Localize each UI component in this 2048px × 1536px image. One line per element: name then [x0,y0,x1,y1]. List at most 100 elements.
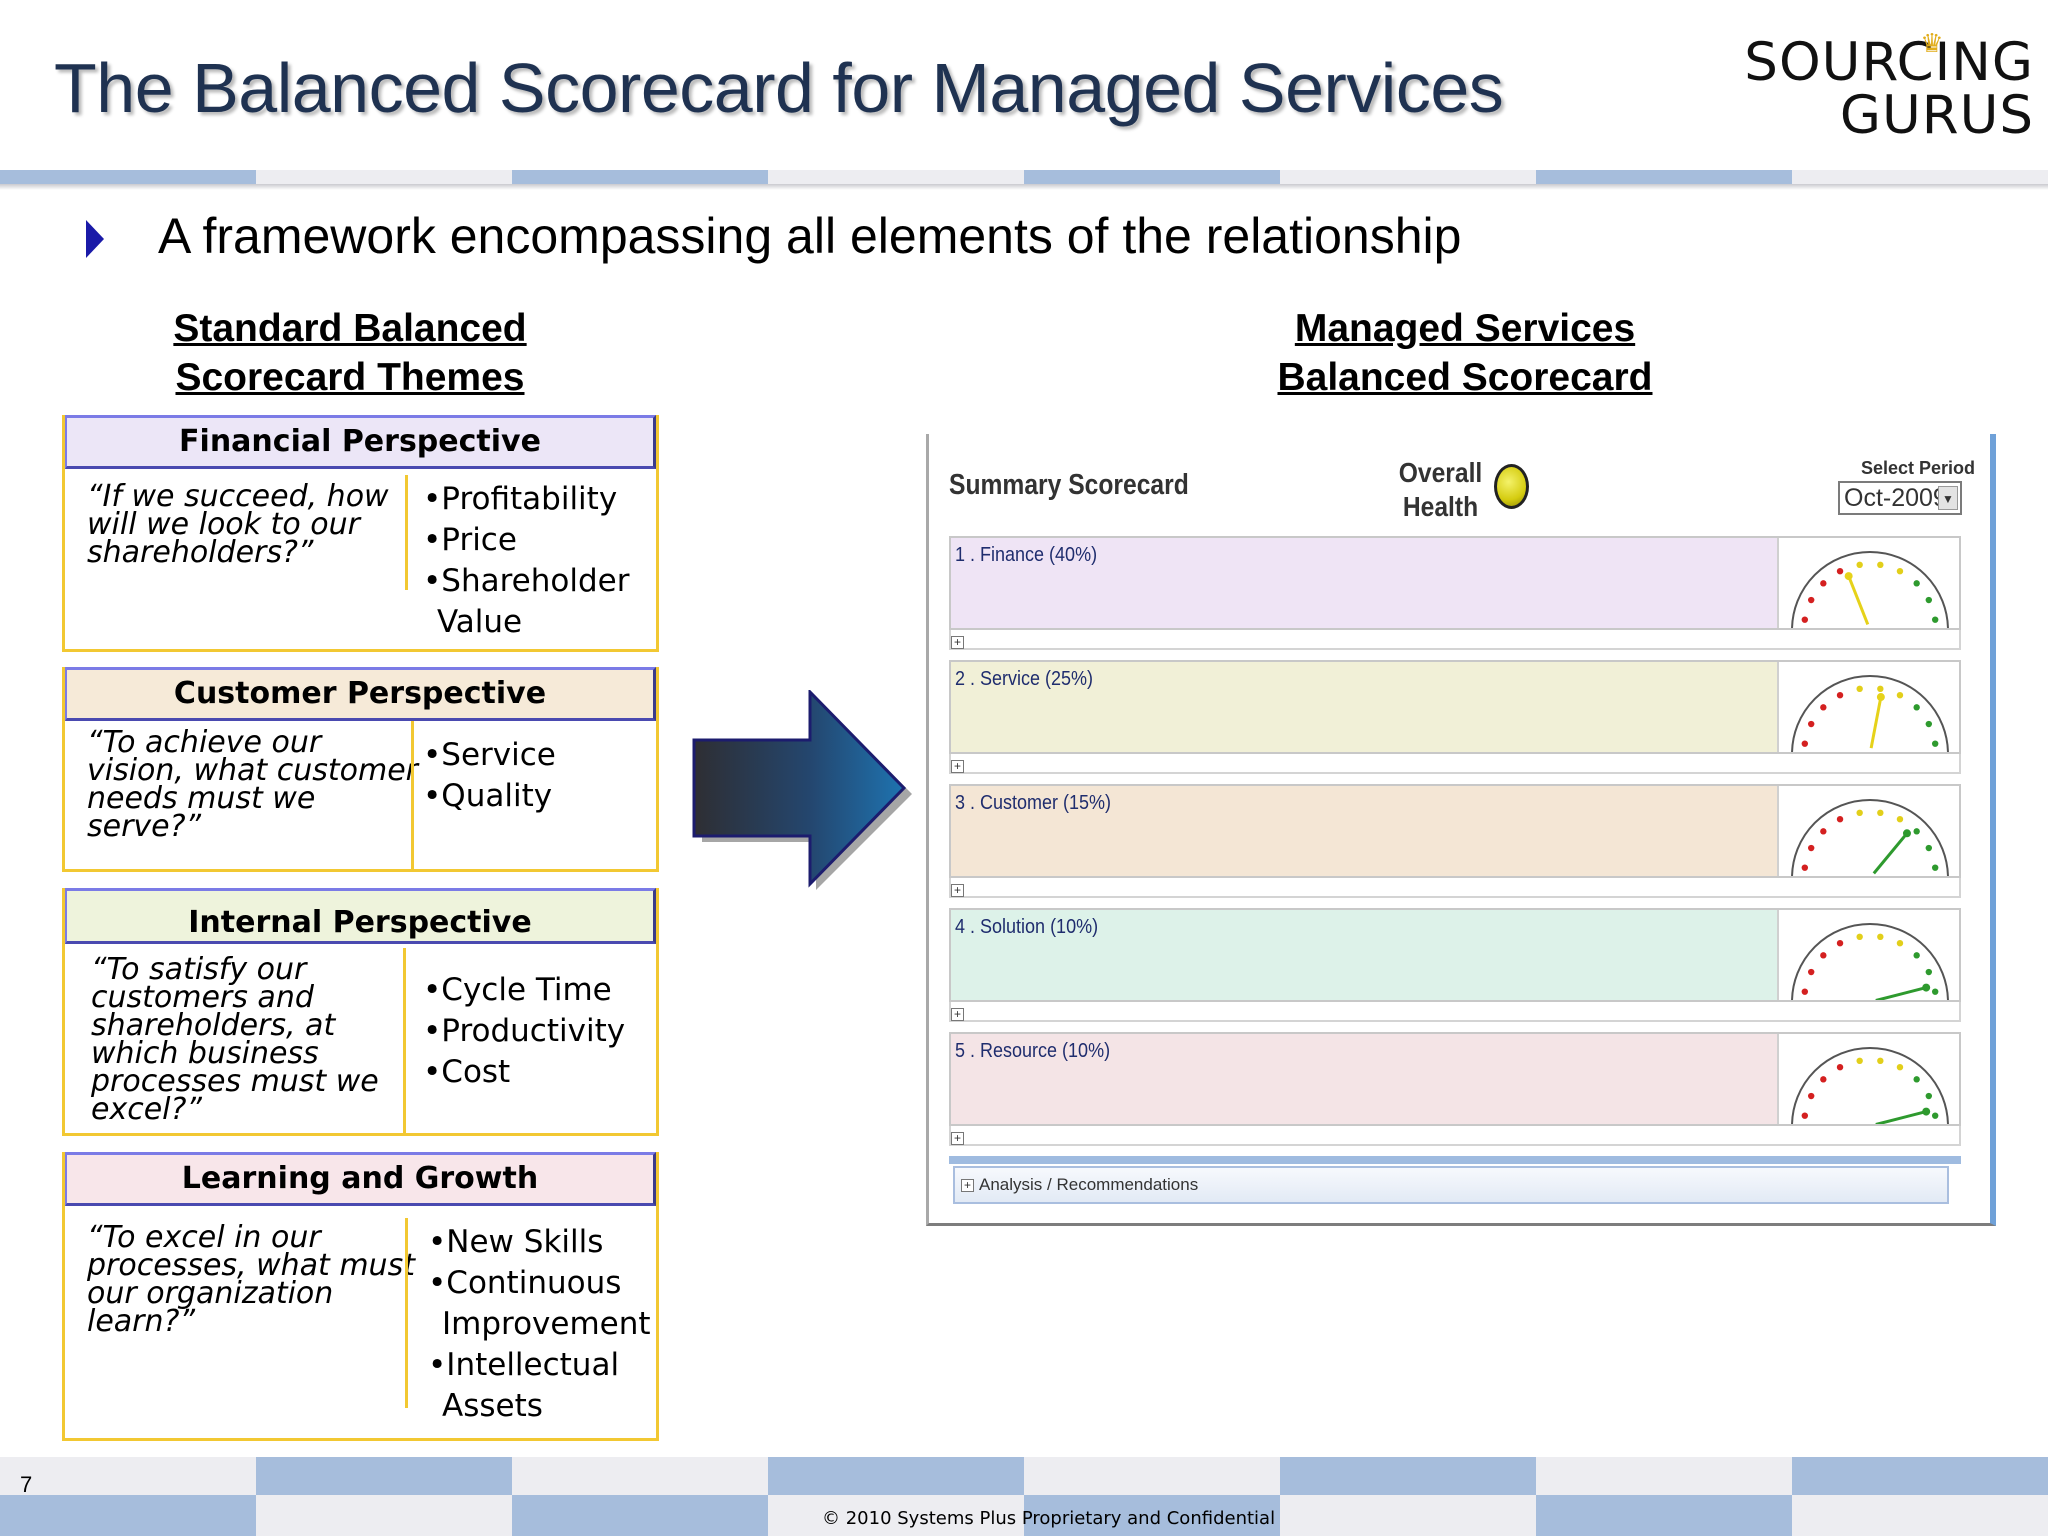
expand-icon[interactable]: + [951,636,964,649]
expand-icon[interactable]: + [951,760,964,773]
gauge-dot [1931,864,1939,871]
analysis-recommendations-panel[interactable]: + Analysis / Recommendations [953,1166,1949,1204]
list-item: •Price [423,522,517,558]
gauge-icon [1777,910,1959,1003]
gauge-dot [1807,968,1815,976]
scorecard-row[interactable]: 4 . Solution (10%) [949,908,1961,1003]
scorecard-row-detail [949,1126,1961,1146]
gauge-dot [1913,952,1920,959]
overall-health-indicator-icon [1494,464,1529,509]
list-item: •Cycle Time [423,972,612,1008]
gauge-dot [1801,1112,1809,1119]
gauge-dot [1856,933,1863,941]
gauge-dot [1801,988,1809,995]
gauge-dot [1931,740,1939,747]
chevron-down-icon[interactable]: ▼ [1938,486,1958,510]
expand-icon[interactable]: + [961,1179,974,1192]
gauge-dot [1807,844,1815,852]
gauge-dot [1896,567,1904,575]
gauge-dot [1913,1076,1920,1083]
scorecard-row-label[interactable]: 2 . Service (25%) [955,668,1094,690]
list-item: •Shareholder [423,563,630,599]
expand-icon[interactable]: + [951,884,964,897]
gauge-dot [1856,1057,1863,1065]
theme-title: Financial Perspective [65,415,656,469]
list-item: •Cost [423,1054,511,1090]
footer-band [0,1457,2048,1495]
gauge-needle [1875,1110,1927,1126]
gauge-dot [1877,685,1884,693]
gauge-dot [1896,815,1904,823]
gauge-dot [1801,864,1809,871]
gauge-icon [1777,1034,1959,1127]
gauge-dot [1913,580,1920,587]
bullet-text: A framework encompassing all elements of… [158,208,1462,264]
overall-health-label: Overall Health [1398,457,1483,522]
theme-measures: •Profitability •Price •Shareholder Value [423,479,629,643]
gauge-dot [1925,720,1933,728]
gauge-needle-tip [1902,829,1911,838]
gauge-dot [1836,1063,1844,1071]
scorecard-row[interactable]: 1 . Finance (40%) [949,536,1961,631]
gauge-dot [1836,691,1844,699]
gauge-dot [1925,596,1933,604]
gauge-dot [1820,828,1827,835]
list-item: Assets [442,1388,543,1424]
period-select[interactable]: Oct-2009 ▼ [1838,481,1962,515]
scorecard-row-label[interactable]: 5 . Resource (10%) [955,1040,1111,1062]
list-item: •Intellectual [428,1347,620,1383]
right-arrow-icon [692,690,912,890]
gauge-dot [1807,596,1815,604]
gauge-needle [1872,832,1909,875]
gauge-dot [1801,740,1809,747]
gauge-dot [1807,1092,1815,1100]
scorecard-row[interactable]: 5 . Resource (10%) [949,1032,1961,1127]
theme-title: Internal Perspective [65,888,656,944]
gauge-dot [1931,1112,1939,1119]
theme-measures: •Service •Quality [423,735,556,817]
list-item: •Quality [423,778,553,814]
scorecard-row-label[interactable]: 1 . Finance (40%) [955,544,1098,566]
gauge-needle [1875,986,1927,1002]
sourcing-gurus-logo: ♛ SOURCING GURUS [1744,29,2034,142]
header-band [0,170,2048,184]
scorecard-row-detail [949,754,1961,774]
gauge-needle-tip [1922,1107,1931,1116]
bullet-arrow-icon [86,220,104,258]
gauge-needle [1869,696,1883,749]
gauge-dot [1801,616,1809,623]
expand-icon[interactable]: + [951,1008,964,1021]
gauge-dot [1856,809,1863,817]
theme-measures: •New Skills •Continuous Improvement •Int… [428,1222,651,1427]
scorecard-row-label[interactable]: 3 . Customer (15%) [955,792,1112,814]
gauge-dot [1820,952,1827,959]
scorecard-row-label[interactable]: 4 . Solution (10%) [955,916,1099,938]
gauge-dot [1877,809,1884,817]
gauge-dot [1925,968,1933,976]
gauge-dot [1925,1092,1933,1100]
list-item: Value [437,604,523,640]
gauge-dot [1925,844,1933,852]
gauge-dot [1836,567,1844,575]
gauge-dot [1896,691,1904,699]
gauge-dot [1820,580,1827,587]
gauge-dot [1856,561,1863,569]
gauge-dot [1877,561,1884,569]
right-heading: Managed Services Balanced Scorecard [1277,307,1653,399]
gauge-needle-tip [1844,572,1853,581]
list-item: •New Skills [428,1224,604,1260]
expand-icon[interactable]: + [951,1132,964,1145]
scorecard-row[interactable]: 3 . Customer (15%) [949,784,1961,879]
theme-title: Customer Perspective [65,667,656,721]
scorecard-row[interactable]: 2 . Service (25%) [949,660,1961,755]
theme-title: Learning and Growth [65,1152,656,1206]
list-item: Improvement [442,1306,651,1342]
gauge-dot [1931,616,1939,623]
scorecard-row-detail [949,878,1961,898]
list-item: •Productivity [423,1013,626,1049]
